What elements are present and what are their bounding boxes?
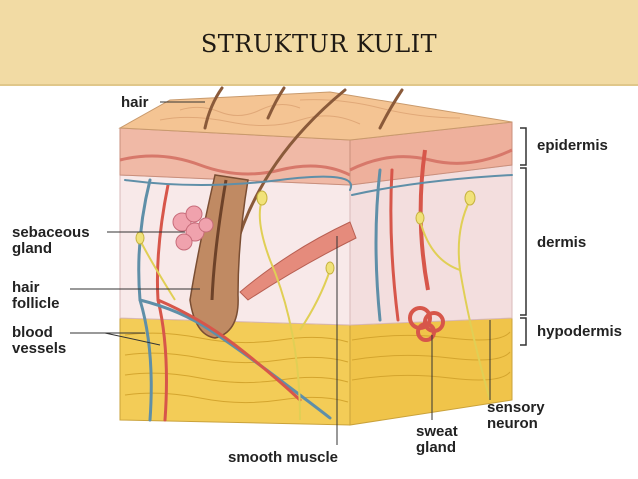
label-sebaceous: sebaceous [12,224,90,241]
label-sweat: sweat [416,423,458,440]
label-epidermis: epidermis [537,137,608,154]
label-hair: hair [121,94,149,111]
label-sebaceous-gland: gland [12,240,52,257]
title-banner: STRUKTUR KULIT [0,0,638,86]
hypodermis-front [119,317,351,426]
nerve-endings [135,190,476,275]
label-neuron: neuron [487,415,538,432]
epidermis-side-wave [349,148,513,172]
label-hypodermis: hypodermis [537,323,623,340]
label-vessels: vessels [12,340,67,357]
hair-root [210,179,228,301]
label-dermis: dermis [537,234,587,251]
label-smooth-muscle: smooth muscle [228,449,339,466]
label-sweat-gland: gland [416,439,456,456]
label-blood: blood [12,324,53,341]
label-hair-follicle-line2: follicle [12,295,60,312]
hair-follicle-shape [189,174,249,339]
layer-brackets [520,127,527,346]
leader-lines [70,101,491,445]
fat-cells [124,331,511,404]
epidermis-wave [119,154,351,177]
page-title: STRUKTUR KULIT [200,30,438,58]
surface-texture [159,99,461,127]
smooth-muscle-shape [239,221,357,301]
sebaceous-gland-shape [172,205,214,251]
blood-vessels-shape [124,168,513,422]
label-hair-follicle-line1: hair [12,279,40,296]
nerves-shape [139,199,491,421]
label-sensory: sensory [487,399,545,416]
